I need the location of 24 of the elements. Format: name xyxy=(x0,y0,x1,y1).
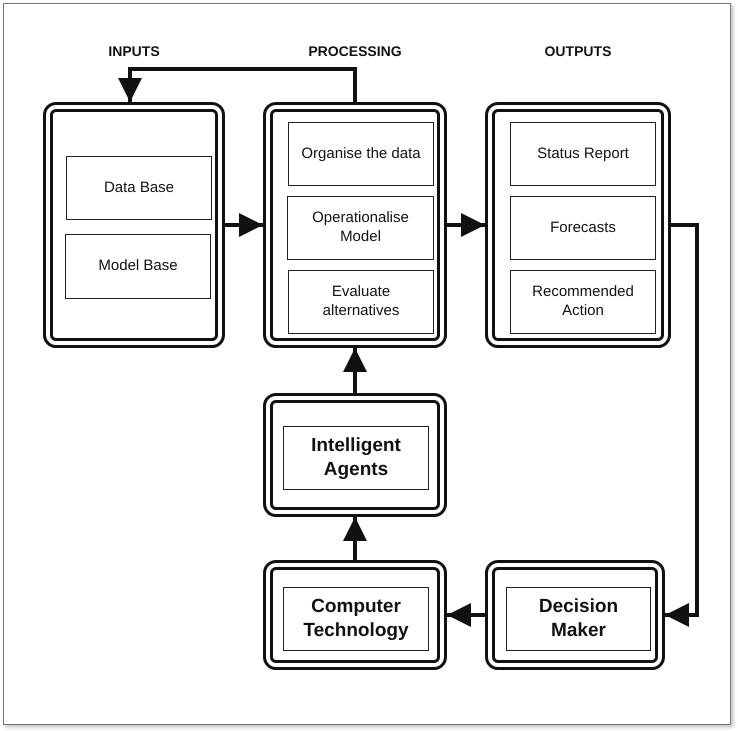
arrow xyxy=(225,213,263,237)
process-box: Forecasts xyxy=(510,196,656,260)
process-box: Organise the data xyxy=(288,122,434,186)
arrow xyxy=(118,67,357,102)
arrow xyxy=(665,223,699,627)
arrow xyxy=(343,348,367,393)
double-border-box xyxy=(263,393,447,517)
arrow xyxy=(447,603,485,627)
double-border-box xyxy=(263,560,447,670)
process-box: Decision Maker xyxy=(506,587,651,651)
process-box: Data Base xyxy=(66,156,212,220)
arrow xyxy=(447,213,485,237)
column-heading: OUTPUTS xyxy=(544,43,612,59)
arrow xyxy=(343,517,367,560)
process-box: Model Base xyxy=(65,234,211,299)
process-box: Recommended Action xyxy=(510,270,656,334)
process-box: Evaluate alternatives xyxy=(288,270,434,334)
process-box: Operationalise Model xyxy=(287,196,434,260)
double-border-box xyxy=(485,560,665,670)
column-heading: INPUTS xyxy=(107,43,161,59)
process-box: Status Report xyxy=(510,122,656,186)
process-box: Intelligent Agents xyxy=(283,426,429,490)
process-box: Computer Technology xyxy=(283,587,429,651)
column-heading: PROCESSING xyxy=(307,43,403,59)
